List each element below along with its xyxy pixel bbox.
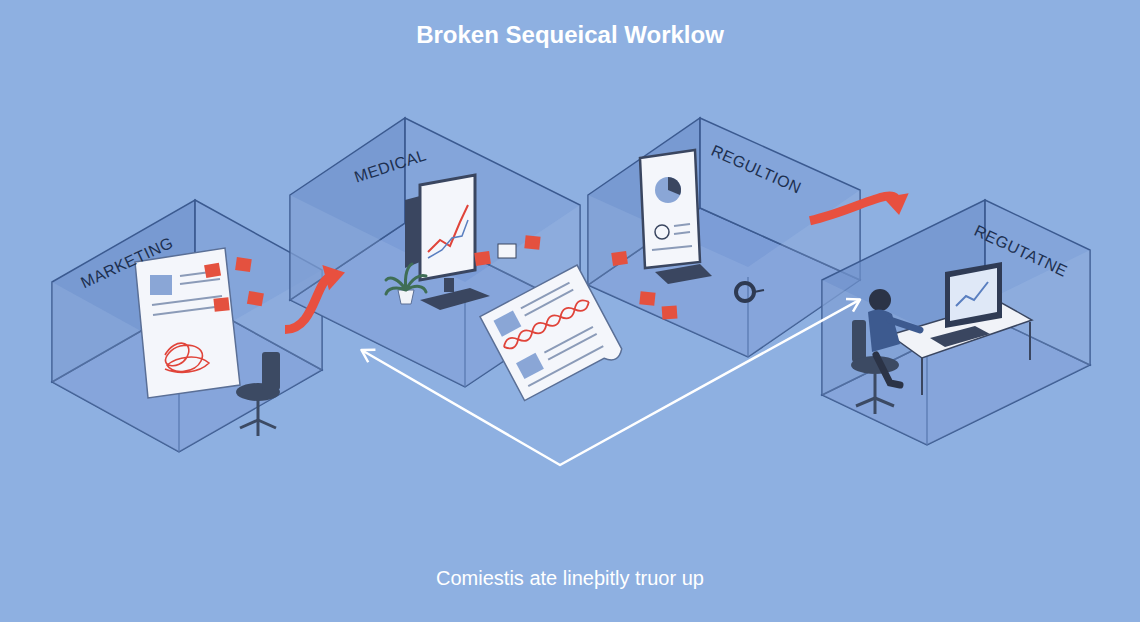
arrow-head	[322, 265, 345, 290]
diagram-caption: Comiestis ate lineþitly truor up	[0, 565, 1140, 591]
cubicle-node: MARKETING	[50, 200, 285, 440]
cubicle-label: REGULTION	[708, 141, 804, 199]
broken-document	[480, 265, 625, 406]
cubicle-label: REGUTATNE	[971, 221, 1071, 282]
cubicle-node: MEDICAL	[345, 115, 580, 350]
cubicle-marketing	[52, 200, 322, 452]
cubicle-label: MARKETING	[78, 233, 177, 293]
arrow-head	[361, 350, 375, 362]
connector-path	[361, 300, 860, 465]
flow-arrow	[810, 193, 909, 221]
diagram-title: Broken Sequeical Worklow	[0, 20, 1140, 50]
cubicle-regutatne	[822, 200, 1090, 445]
cubicle-label: MEDICAL	[352, 145, 429, 187]
cubicle-node: REGULTION	[588, 115, 810, 350]
feedback-line	[361, 299, 860, 465]
arrow-head	[883, 193, 909, 215]
connector-path	[285, 276, 331, 330]
connector-path	[810, 196, 897, 221]
flow-arrow	[285, 265, 345, 330]
cubicle-node: REGUTATNE	[860, 215, 1090, 450]
arrow-head	[846, 299, 860, 312]
